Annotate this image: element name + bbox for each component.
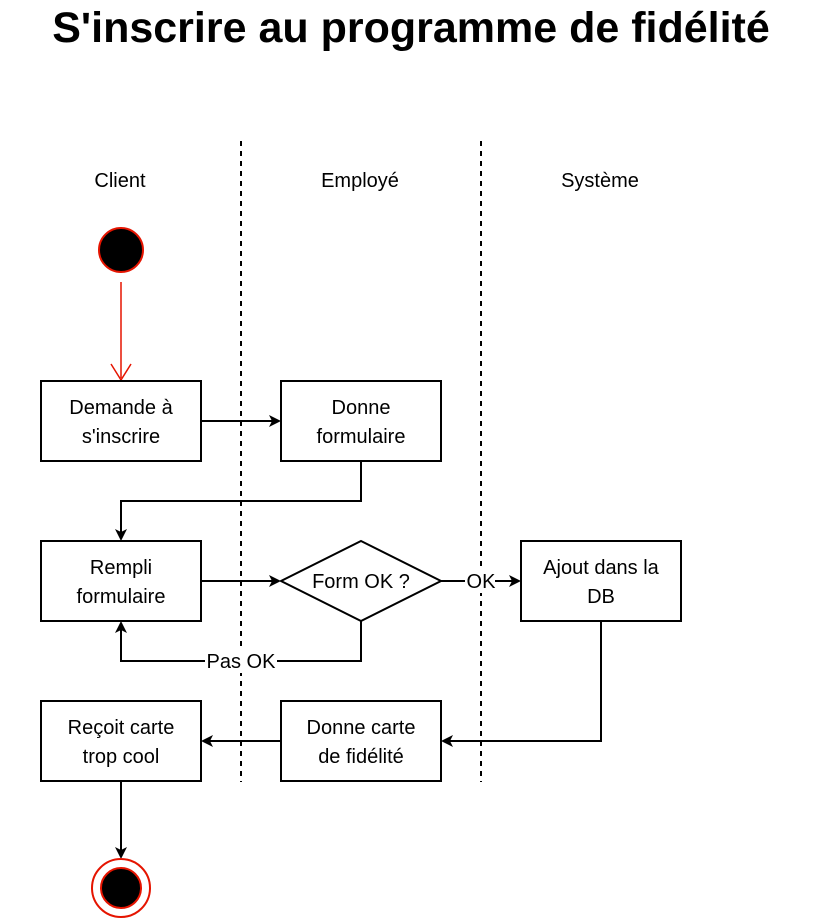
action-donne-formulaire-line-2: formulaire	[317, 426, 406, 448]
action-rempli-line-1: Rempli	[90, 557, 152, 579]
edge-donne-formulaire-to-rempli	[115, 461, 362, 541]
edge-pas-ok-label-bg	[205, 649, 277, 673]
action-donne-carte-line-1: Donne carte	[307, 717, 416, 739]
start-node[interactable]	[98, 227, 144, 273]
decision-form-ok[interactable]: Form OK ?	[278, 539, 444, 623]
action-ajout-line-2: DB	[587, 586, 615, 608]
action-demande-line-1: Demande à	[69, 397, 173, 419]
action-demande-line-2: s'inscrire	[82, 426, 160, 448]
edge-ok-label-bg	[465, 569, 495, 593]
action-ajout-line-1: Ajout dans la	[543, 557, 660, 579]
end-node[interactable]	[91, 858, 151, 918]
lane-label-client: Client	[94, 170, 146, 192]
edge-pas-ok-label: Pas OK	[207, 651, 277, 673]
edge-ajout-to-donne-carte	[441, 621, 602, 747]
action-ajout-db[interactable]: Ajout dans la DB	[520, 540, 682, 622]
lane-label-systeme: Système	[561, 170, 639, 192]
action-donne-formulaire[interactable]: Donne formulaire	[280, 380, 442, 462]
lane-label-employe: Employé	[321, 170, 399, 192]
edge-ok-label: OK	[467, 571, 497, 593]
action-rempli-line-2: formulaire	[77, 586, 166, 608]
action-donne-formulaire-line-1: Donne	[332, 397, 391, 419]
action-recoit-line-1: Reçoit carte	[68, 717, 175, 739]
action-recoit-carte[interactable]: Reçoit carte trop cool	[40, 700, 202, 782]
action-rempli-formulaire[interactable]: Rempli formulaire	[40, 540, 202, 622]
action-donne-carte-line-2: de fidélité	[318, 746, 404, 768]
action-donne-carte[interactable]: Donne carte de fidélité	[280, 700, 442, 782]
action-demande-inscrire[interactable]: Demande à s'inscrire	[40, 380, 202, 462]
diagram-title: S'inscrire au programme de fidélité	[52, 4, 770, 52]
action-recoit-line-2: trop cool	[83, 746, 160, 768]
decision-form-ok-label: Form OK ?	[312, 571, 410, 593]
